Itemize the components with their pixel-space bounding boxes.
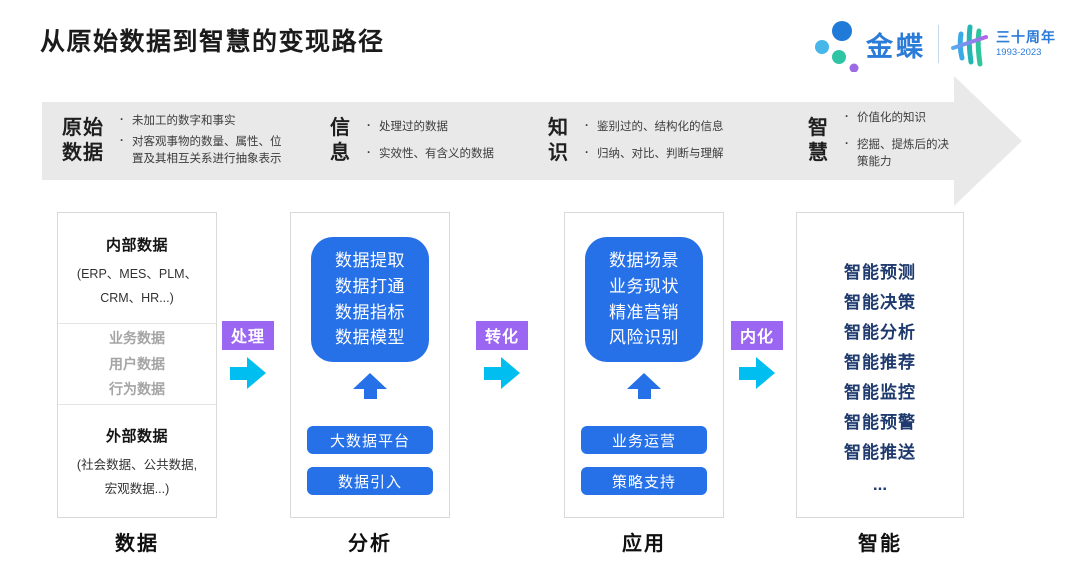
column-data-sources: 内部数据 (ERP、MES、PLM、 CRM、HR...) 业务数据 用户数据 … bbox=[57, 212, 217, 518]
up-arrow-icon bbox=[627, 373, 661, 400]
smart-item: 智能决策 bbox=[844, 293, 916, 312]
stage-bullet-list: 未加工的数字和事实 对客观事物的数量、属性、位置及其相互关系进行抽象表示 bbox=[117, 112, 289, 170]
page-title: 从原始数据到智慧的变现路径 bbox=[40, 28, 385, 56]
stage-raw-data: 原始 数据 未加工的数字和事实 对客观事物的数量、属性、位置及其相互关系进行抽象… bbox=[62, 102, 289, 180]
external-data-section: 外部数据 (社会数据、公共数据, 宏观数据...) bbox=[58, 405, 216, 517]
stage-bullet: 处理过的数据 bbox=[364, 118, 494, 137]
stage-name: 信 息 bbox=[330, 117, 351, 164]
logo-divider bbox=[938, 25, 939, 63]
stage-knowledge: 知 识 鉴别过的、结构化的信息 归纳、对比、判断与理解 bbox=[548, 102, 724, 180]
column-application: 数据场景 业务现状 精准营销 风险识别 业务运营 策略支持 bbox=[564, 212, 724, 518]
right-arrow-icon bbox=[484, 357, 520, 389]
stage-bullet: 未加工的数字和事实 bbox=[117, 112, 289, 131]
section-divider bbox=[58, 404, 216, 405]
smart-item: 智能预测 bbox=[844, 263, 916, 282]
smart-item: 智能预警 bbox=[844, 413, 916, 432]
section-detail: (ERP、MES、PLM、 CRM、HR...) bbox=[76, 267, 198, 306]
data-type-item: 行为数据 bbox=[109, 381, 165, 398]
big-data-platform-pill: 大数据平台 bbox=[307, 426, 433, 455]
stage-name: 原始 数据 bbox=[62, 117, 104, 164]
connector-transform: 转化 bbox=[473, 321, 531, 389]
smart-item: 智能推荐 bbox=[844, 353, 916, 372]
smart-item: 智能监控 bbox=[844, 383, 916, 402]
analysis-capability-box: 数据提取 数据打通 数据指标 数据模型 bbox=[311, 237, 429, 363]
internal-data-section: 内部数据 (ERP、MES、PLM、 CRM、HR...) bbox=[58, 213, 216, 323]
stage-bullet: 挖掘、提炼后的决策能力 bbox=[842, 136, 954, 173]
footer-label-data: 数据 bbox=[115, 533, 159, 555]
stage-bullet: 归纳、对比、判断与理解 bbox=[582, 145, 724, 164]
ellipsis-label: ... bbox=[872, 475, 888, 494]
stage-wisdom: 智 慧 价值化的知识 挖掘、提炼后的决策能力 bbox=[808, 102, 954, 180]
section-divider bbox=[58, 323, 216, 324]
stage-bullet-list: 处理过的数据 实效性、有含义的数据 bbox=[364, 118, 494, 164]
smart-item: 智能分析 bbox=[844, 323, 916, 342]
connector-label: 内化 bbox=[730, 321, 783, 350]
smart-item: 智能推送 bbox=[844, 443, 916, 462]
right-arrow-icon bbox=[230, 357, 266, 389]
middle-data-section: 业务数据 用户数据 行为数据 bbox=[58, 324, 216, 404]
kingdee-logo: 金蝶 三十周年 1993-2023 bbox=[811, 14, 1056, 74]
connector-label: 处理 bbox=[221, 321, 274, 350]
connector-process: 处理 bbox=[219, 321, 277, 389]
kingdee-dots-icon bbox=[815, 21, 859, 72]
stage-name: 智 慧 bbox=[808, 117, 829, 164]
stage-bullet-list: 鉴别过的、结构化的信息 归纳、对比、判断与理解 bbox=[582, 118, 724, 164]
stage-bullet: 对客观事物的数量、属性、位置及其相互关系进行抽象表示 bbox=[117, 133, 289, 170]
right-arrow-icon bbox=[739, 357, 775, 389]
anniversary-mark-icon bbox=[951, 24, 988, 67]
column-intelligence: 智能预测 智能决策 智能分析 智能推荐 智能监控 智能预警 智能推送 ... bbox=[796, 212, 964, 518]
anniversary-years: 1993-2023 bbox=[996, 46, 1042, 58]
connector-label: 转化 bbox=[475, 321, 528, 350]
up-arrow-icon bbox=[353, 373, 387, 400]
stage-name: 知 识 bbox=[548, 117, 569, 164]
connector-internalize: 内化 bbox=[728, 321, 786, 389]
section-detail: (社会数据、公共数据, 宏观数据...) bbox=[76, 458, 198, 497]
data-type-item: 用户数据 bbox=[109, 355, 165, 372]
strategy-support-pill: 策略支持 bbox=[581, 467, 707, 496]
business-operation-pill: 业务运营 bbox=[581, 426, 707, 455]
brand-name: 金蝶 bbox=[866, 31, 926, 62]
anniversary-text: 三十周年 1993-2023 bbox=[996, 29, 1056, 58]
section-title: 外部数据 bbox=[105, 428, 168, 445]
stage-information: 信 息 处理过的数据 实效性、有含义的数据 bbox=[330, 102, 494, 180]
application-scenario-box: 数据场景 业务现状 精准营销 风险识别 bbox=[585, 237, 703, 363]
dikw-arrow-banner: 原始 数据 未加工的数字和事实 对客观事物的数量、属性、位置及其相互关系进行抽象… bbox=[42, 102, 954, 180]
banner-arrowhead-icon bbox=[954, 76, 1022, 206]
data-ingestion-pill: 数据引入 bbox=[307, 467, 433, 496]
stage-bullet: 价值化的知识 bbox=[842, 109, 954, 128]
stage-bullet: 实效性、有含义的数据 bbox=[364, 145, 494, 164]
footer-label-application: 应用 bbox=[622, 533, 666, 555]
footer-label-intelligence: 智能 bbox=[858, 533, 902, 555]
anniversary-label: 三十周年 bbox=[996, 29, 1056, 46]
stage-bullet: 鉴别过的、结构化的信息 bbox=[582, 118, 724, 137]
footer-label-analysis: 分析 bbox=[348, 533, 392, 555]
data-type-item: 业务数据 bbox=[109, 330, 165, 347]
stage-bullet-list: 价值化的知识 挖掘、提炼后的决策能力 bbox=[842, 109, 954, 173]
section-title: 内部数据 bbox=[105, 237, 168, 254]
column-analysis: 数据提取 数据打通 数据指标 数据模型 大数据平台 数据引入 bbox=[290, 212, 450, 518]
